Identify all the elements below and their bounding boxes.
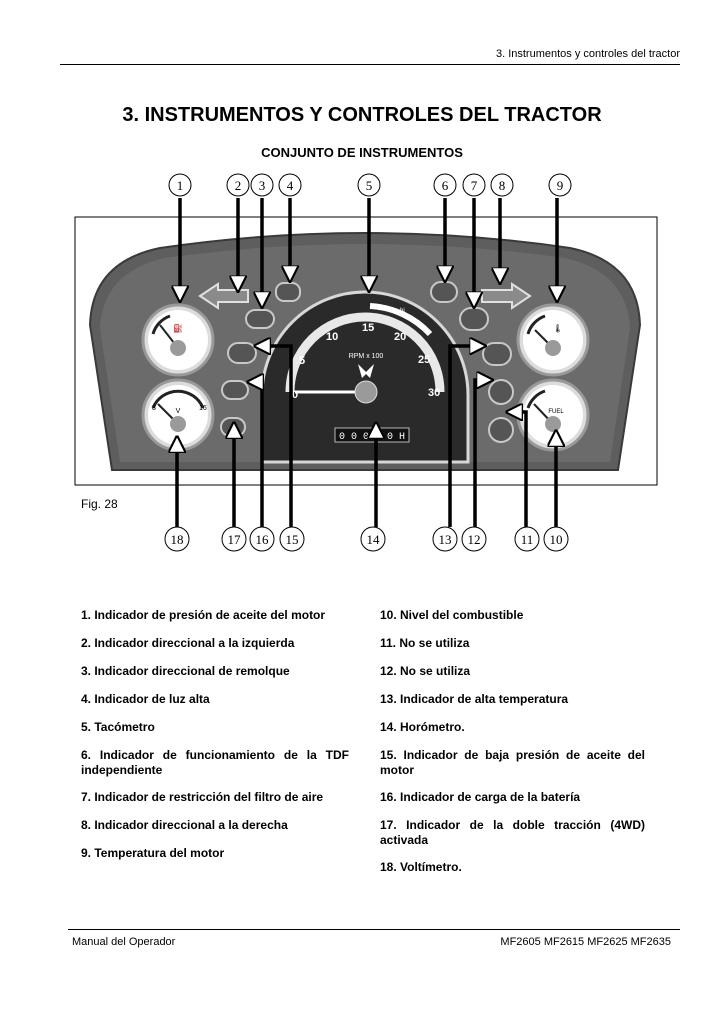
leader-line (262, 346, 293, 527)
tach-tick-25: 25 (418, 354, 430, 366)
callout-17 (221, 526, 247, 552)
callout-10 (543, 526, 569, 552)
legend-item: 4. Indicador de luz alta (81, 692, 210, 706)
callout-label: 7 (471, 178, 478, 193)
callout-label: 15 (286, 532, 299, 547)
callout-label: 17 (228, 532, 242, 547)
legend-item: 5. Tacómetro (81, 720, 155, 734)
footer-manual-title: Manual del Operador (72, 936, 176, 948)
header-rule (60, 64, 680, 65)
callout-2 (226, 173, 250, 197)
callout-1 (168, 173, 192, 197)
callout-label: 14 (367, 532, 381, 547)
callout-7 (462, 173, 486, 197)
leader-line (514, 412, 528, 527)
callout-label: 4 (287, 178, 294, 193)
callout-label: 16 (256, 532, 270, 547)
legend-item: 11. No se utiliza (380, 636, 470, 650)
instrument-cluster-figure: 0 5 10 15 20 25 30 hi RPM x 100 0 0 0 0 … (74, 173, 658, 552)
callout-9 (548, 173, 572, 197)
footer-models: MF2605 MF2615 MF2625 MF2635 (500, 936, 671, 948)
volt-high-label: 16 (199, 405, 207, 412)
callout-15 (279, 526, 305, 552)
battery-lamp-icon (221, 380, 249, 400)
leader-line (473, 380, 485, 527)
callout-8 (490, 173, 514, 197)
callout-label: 6 (442, 178, 449, 193)
callout-13 (432, 526, 458, 552)
running-header: 3. Instrumentos y controles del tractor (495, 48, 680, 60)
callout-5 (357, 173, 381, 197)
thermometer-icon: 🌡 (553, 324, 563, 333)
leader-line (448, 346, 478, 527)
callout-label: 3 (259, 178, 266, 193)
footer-rule (68, 929, 680, 930)
oil-pressure-gauge: ⛽ (141, 303, 215, 377)
voltmeter-gauge: 8 16 V (141, 378, 215, 452)
fuel-label: FUEL (548, 409, 564, 415)
legend-item: 8. Indicador direccional a la derecha (81, 818, 288, 832)
trailer-indicator-lamp-icon (245, 309, 275, 329)
callout-12 (461, 526, 487, 552)
tach-tick-20: 20 (394, 331, 406, 343)
callout-18 (164, 526, 190, 552)
legend-item: 14. Horómetro. (380, 720, 465, 734)
unused-lamp-icon (488, 379, 514, 405)
callout-label: 2 (235, 178, 242, 193)
callout-label: 11 (521, 532, 534, 547)
callout-label: 5 (366, 178, 373, 193)
engine-temperature-gauge: 🌡 (516, 303, 590, 377)
callout-label: 18 (171, 532, 184, 547)
tach-tick-30: 30 (428, 387, 440, 399)
volt-unit: V (176, 408, 181, 415)
legend-item: 3. Indicador direccional de remolque (81, 664, 290, 678)
fuel-gauge: FUEL (516, 378, 590, 452)
tach-tick-10: 10 (326, 331, 338, 343)
air-filter-lamp-icon (459, 307, 489, 331)
oil-can-icon: ⛽ (173, 323, 183, 333)
tach-units: RPM x 100 (349, 353, 384, 360)
legend-item: 1. Indicador de presión de aceite del mo… (81, 608, 326, 622)
tach-tick-15: 15 (362, 322, 374, 334)
callout-label: 13 (439, 532, 452, 547)
tach-hub (354, 380, 378, 404)
leader-line (255, 382, 264, 527)
callout-label: 10 (550, 532, 563, 547)
pto-lamp-icon (430, 281, 458, 303)
high-temp-lamp-icon (482, 342, 512, 366)
legend-item: 17. Indicador de la doble tracción (4WD)… (380, 818, 645, 847)
callout-6 (433, 173, 457, 197)
callout-11 (514, 526, 540, 552)
page-title: 3. INSTRUMENTOS Y CONTROLES DEL TRACTOR (122, 104, 602, 126)
hourmeter-digits: 0 0 0 0 0 H (339, 432, 405, 443)
oil-pressure-lamp-icon (227, 342, 257, 364)
legend-item: 18. Voltímetro. (380, 860, 462, 874)
legend-item: 2. Indicador direccional a la izquierda (81, 636, 295, 650)
tach-hi-label: hi (400, 308, 405, 314)
logo-triangles-icon (358, 364, 374, 378)
volt-low-label: 8 (152, 405, 156, 412)
legend-item: 10. Nivel del combustible (380, 608, 524, 622)
tach-tick-0: 0 (292, 389, 298, 401)
legend-item: 7. Indicador de restricción del filtro d… (81, 790, 324, 804)
legend-item: 13. Indicador de alta temperatura (380, 692, 569, 706)
legend-item: 9. Temperatura del motor (81, 846, 225, 860)
high-beam-lamp-icon (275, 282, 301, 302)
legend-item: 16. Indicador de carga de la batería (380, 790, 581, 804)
callout-3 (250, 173, 274, 197)
legend-item: 15. Indicador de baja presión de aceite … (380, 748, 645, 777)
tach-tick-5: 5 (299, 355, 305, 367)
callout-14 (360, 526, 386, 552)
unused-lamp-icon (488, 417, 514, 443)
callout-label: 8 (499, 178, 506, 193)
figure-title: CONJUNTO DE INSTRUMENTOS (261, 145, 463, 160)
legend-item: 6. Indicador de funcionamiento de la TDF… (81, 748, 349, 777)
callout-label: 1 (177, 178, 184, 193)
callout-16 (249, 526, 275, 552)
callout-label: 12 (468, 532, 481, 547)
callout-4 (278, 173, 302, 197)
legend-item: 12. No se utiliza (380, 664, 471, 678)
figure-caption: Fig. 28 (81, 497, 118, 511)
callout-label: 9 (557, 178, 564, 193)
